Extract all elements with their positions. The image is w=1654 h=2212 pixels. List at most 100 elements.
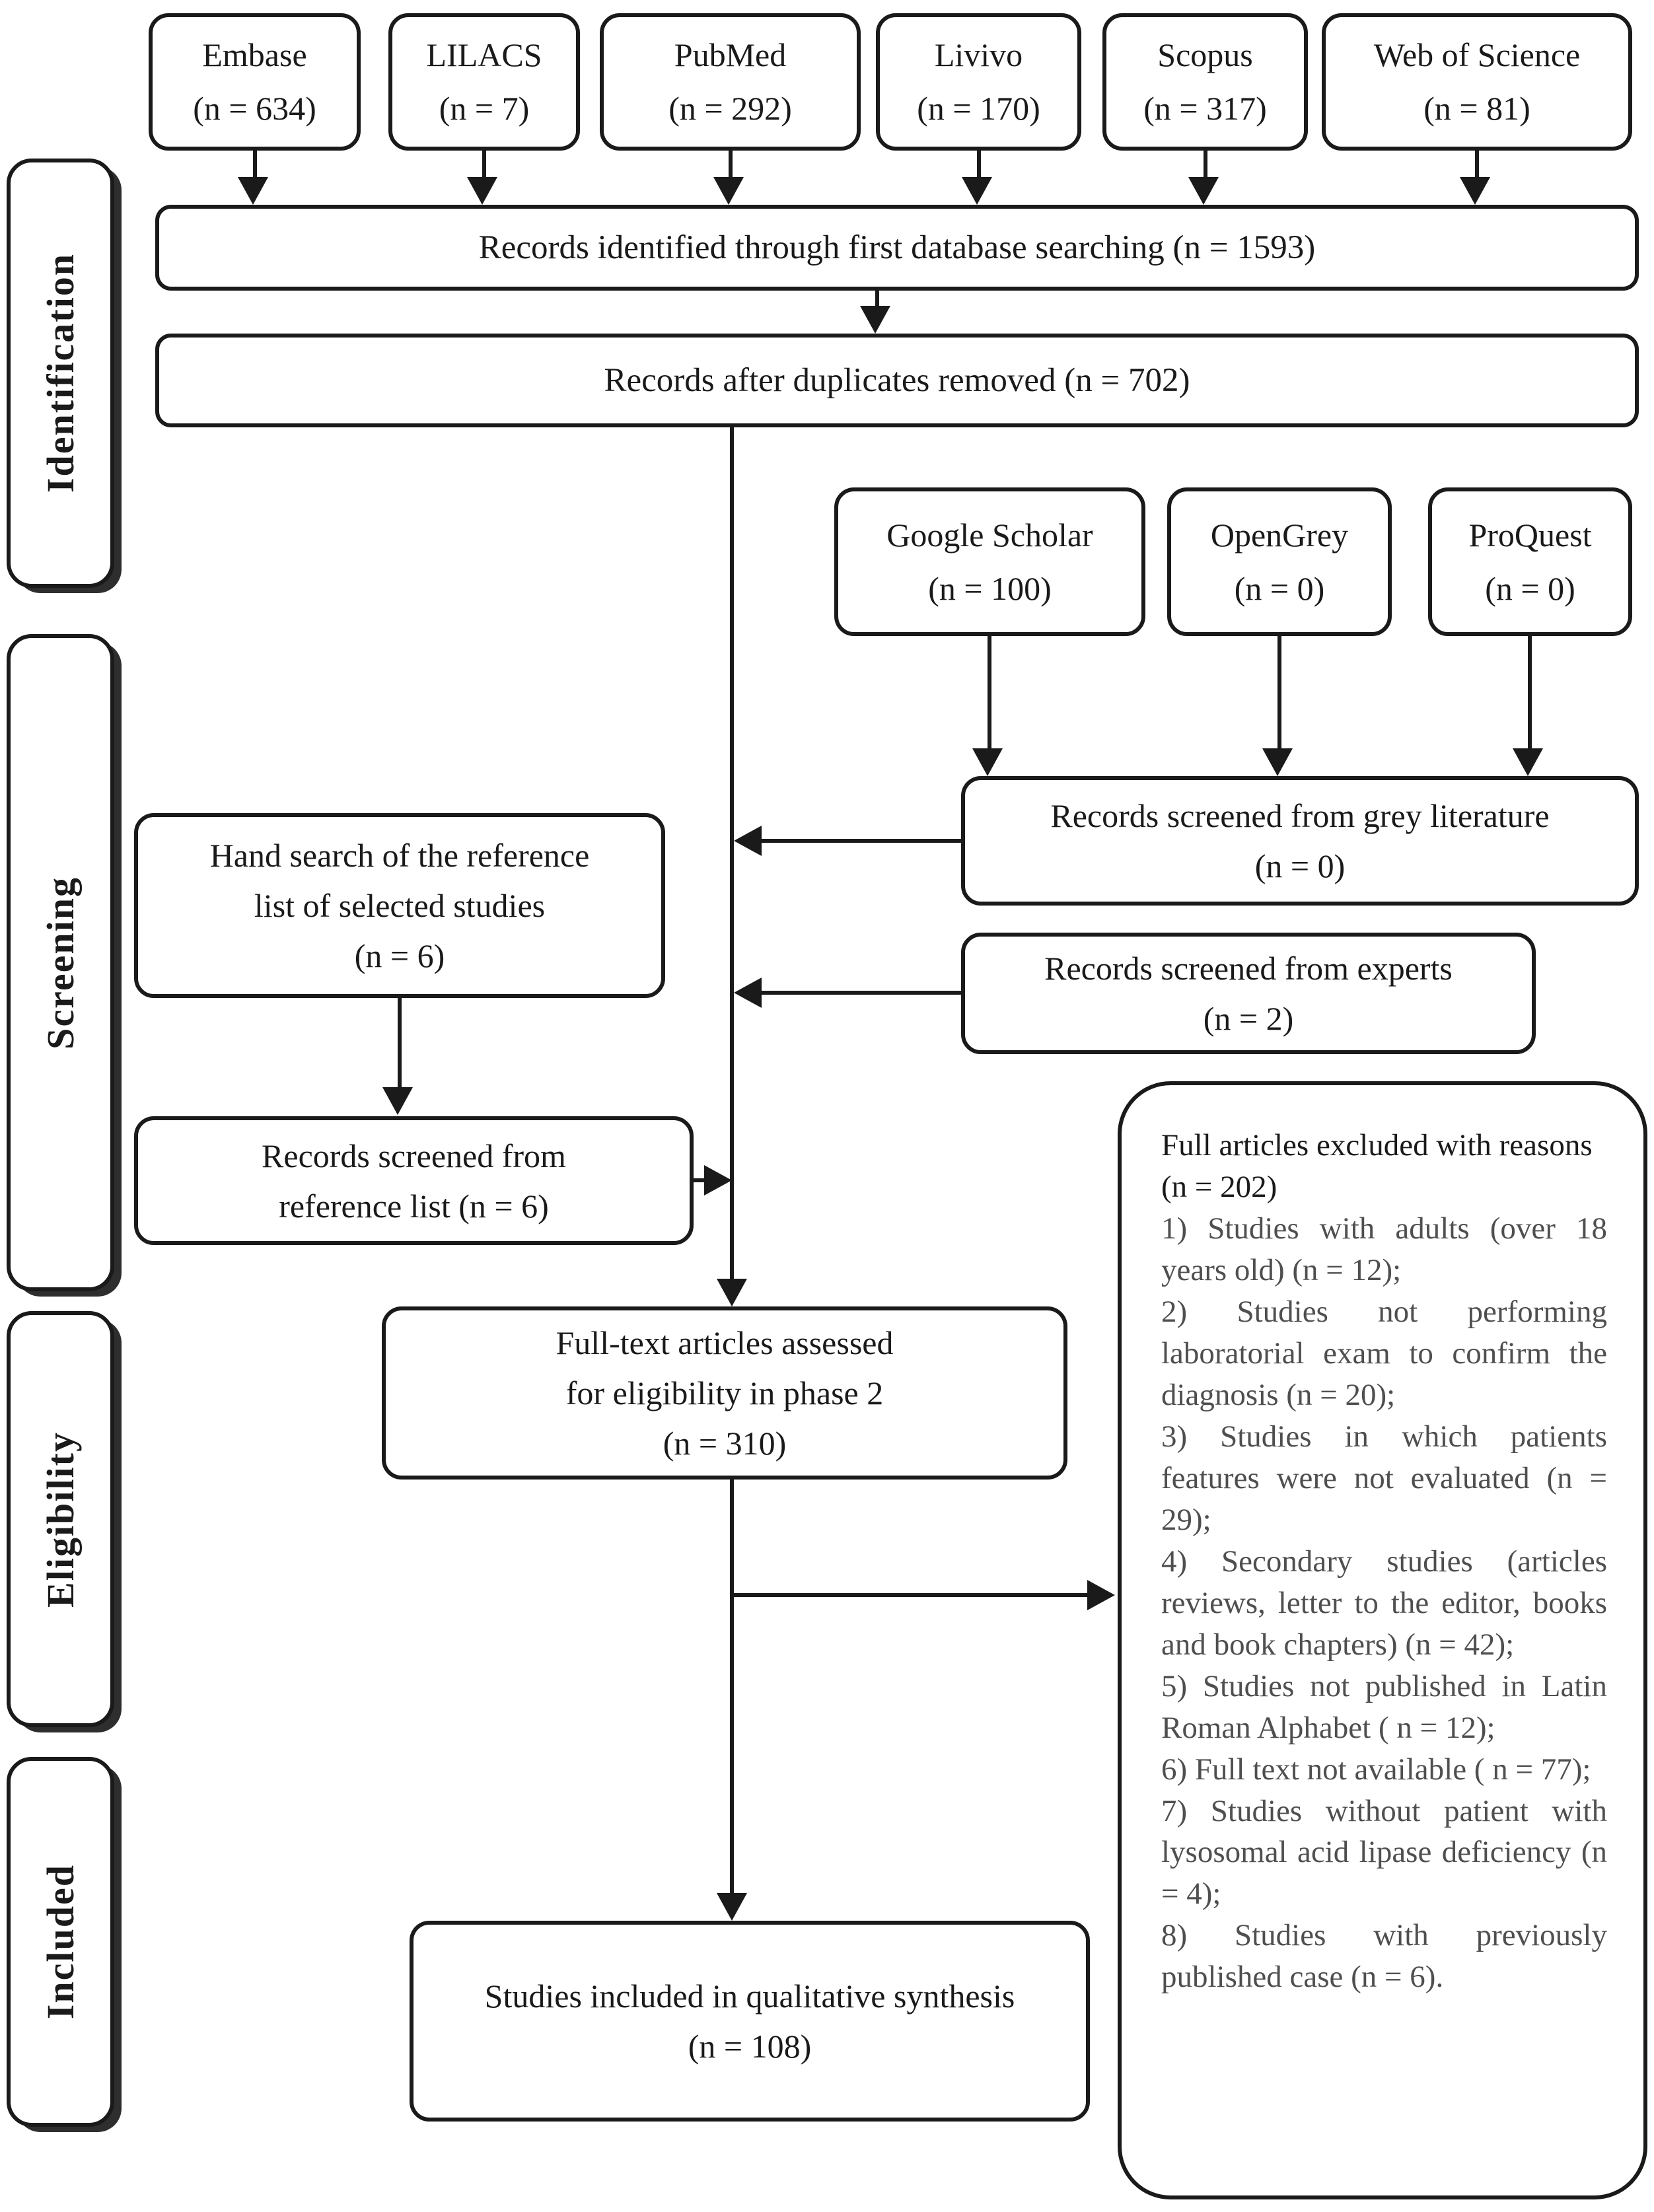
arrow-opengrey-head xyxy=(1262,748,1293,776)
excluded-item-5: 5) Studies not published in Latin Roman … xyxy=(1161,1668,1607,1745)
experts-line1: Records screened from experts xyxy=(1044,950,1453,987)
source-box-embase: Embase (n = 634) xyxy=(149,13,361,151)
excluded-item-8: 8) Studies with previously published cas… xyxy=(1161,1918,1607,1995)
hand-search-line3: (n = 6) xyxy=(354,937,445,974)
source-name: OpenGrey xyxy=(1210,516,1349,553)
source-count: (n = 0) xyxy=(1234,569,1325,607)
included-line1: Studies included in qualitative synthesi… xyxy=(484,1978,1015,2015)
excluded-item-6: 6) Full text not available ( n = 77); xyxy=(1161,1752,1591,1787)
arrow-lilacs-head xyxy=(467,177,497,205)
arrow-reflist-to-spine-head xyxy=(704,1165,732,1195)
central-spine-head xyxy=(717,1279,747,1306)
arrow-scopus-head xyxy=(1188,177,1219,205)
source-name: LILACS xyxy=(426,36,542,73)
phase-eligibility-label: Eligibility xyxy=(39,1431,82,1608)
phase-identification-label: Identification xyxy=(39,253,82,493)
arrow-to-excluded-head xyxy=(1087,1580,1115,1610)
source-name: Google Scholar xyxy=(886,516,1093,553)
source-box-pubmed: PubMed (n = 292) xyxy=(600,13,861,151)
included-line2: (n = 108) xyxy=(688,2028,812,2065)
phase-identification: Identification xyxy=(7,159,114,588)
source-name: Livivo xyxy=(934,36,1023,73)
source-name: Embase xyxy=(202,36,307,73)
arrow-livivo-line xyxy=(977,151,981,178)
included-box: Studies included in qualitative synthesi… xyxy=(410,1921,1090,2122)
arrow-identified-to-dedup-line xyxy=(875,291,879,307)
hand-search-line1: Hand search of the reference xyxy=(209,837,590,874)
records-identified-box: Records identified through first databas… xyxy=(155,205,1639,291)
records-deduplicated-box: Records after duplicates removed (n = 70… xyxy=(155,334,1639,427)
source-name: Scopus xyxy=(1157,36,1253,73)
central-spine-line xyxy=(730,427,734,1280)
excluded-item-4: 4) Secondary studies (articles reviews, … xyxy=(1161,1544,1607,1662)
phase-included-label: Included xyxy=(39,1864,82,2020)
experts-box: Records screened from experts (n = 2) xyxy=(961,933,1536,1054)
arrow-embase-head xyxy=(238,177,268,205)
reference-list-box: Records screened from reference list (n … xyxy=(134,1116,694,1245)
excluded-item-7: 7) Studies without patient with lysosoma… xyxy=(1161,1793,1607,1911)
lower-spine-head xyxy=(717,1893,747,1921)
source-name: Web of Science xyxy=(1373,36,1581,73)
arrow-experts-to-spine-line xyxy=(762,991,961,995)
arrow-web-of-science-head xyxy=(1460,177,1490,205)
excluded-item-3: 3) Studies in which patients features we… xyxy=(1161,1419,1607,1537)
arrow-identified-to-dedup-head xyxy=(860,306,890,334)
source-box-lilacs: LILACS (n = 7) xyxy=(388,13,580,151)
arrow-pubmed-head xyxy=(713,177,744,205)
arrow-embase-line xyxy=(253,151,257,178)
source-name: ProQuest xyxy=(1468,516,1592,553)
source-count: (n = 317) xyxy=(1143,90,1267,127)
hand-search-box: Hand search of the reference list of sel… xyxy=(134,813,665,998)
arrow-opengrey-line xyxy=(1277,636,1281,748)
hand-search-line2: list of selected studies xyxy=(254,887,546,924)
arrow-proquest-line xyxy=(1528,636,1532,748)
phase-included: Included xyxy=(7,1757,114,2127)
phase-eligibility: Eligibility xyxy=(7,1311,114,1727)
arrow-reflist-to-spine-line xyxy=(694,1178,705,1182)
arrow-google-scholar-head xyxy=(972,748,1003,776)
source-count: (n = 292) xyxy=(668,90,792,127)
arrow-to-excluded-line xyxy=(730,1593,1089,1597)
source-count: (n = 100) xyxy=(928,569,1052,607)
full-text-line1: Full-text articles assessed xyxy=(556,1324,894,1361)
reference-list-line2: reference list (n = 6) xyxy=(279,1187,549,1225)
arrow-grey-to-spine-line xyxy=(762,839,961,843)
source-count: (n = 634) xyxy=(193,90,316,127)
source-box-scopus: Scopus (n = 317) xyxy=(1102,13,1308,151)
records-identified-text: Records identified through first databas… xyxy=(478,229,1316,266)
arrow-web-of-science-line xyxy=(1475,151,1479,178)
records-deduplicated-text: Records after duplicates removed (n = 70… xyxy=(604,362,1190,399)
source-name: PubMed xyxy=(674,36,787,73)
arrow-lilacs-line xyxy=(482,151,486,178)
arrow-experts-to-spine-head xyxy=(734,978,762,1008)
arrow-livivo-head xyxy=(962,177,992,205)
full-text-line2: for eligibility in phase 2 xyxy=(565,1374,884,1411)
arrow-pubmed-line xyxy=(729,151,733,178)
arrow-proquest-head xyxy=(1513,748,1543,776)
arrow-google-scholar-line xyxy=(988,636,991,748)
full-text-box: Full-text articles assessed for eligibil… xyxy=(382,1306,1067,1480)
lower-spine-line xyxy=(730,1480,734,1894)
source-count: (n = 81) xyxy=(1423,90,1530,127)
excluded-item-2: 2) Studies not performing laboratorial e… xyxy=(1161,1294,1607,1412)
arrow-grey-to-spine-head xyxy=(734,826,762,856)
experts-line2: (n = 2) xyxy=(1203,1000,1294,1037)
grey-screened-line1: Records screened from grey literature xyxy=(1050,797,1550,834)
source-box-proquest: ProQuest (n = 0) xyxy=(1428,487,1632,636)
full-text-line3: (n = 310) xyxy=(663,1425,787,1462)
source-box-opengrey: OpenGrey (n = 0) xyxy=(1167,487,1392,636)
source-count: (n = 170) xyxy=(917,90,1040,127)
excluded-item-1: 1) Studies with adults (over 18 years ol… xyxy=(1161,1211,1607,1287)
phase-screening-label: Screening xyxy=(39,876,82,1050)
arrow-handsearch-line xyxy=(398,998,402,1087)
source-count: (n = 7) xyxy=(439,90,530,127)
reference-list-line1: Records screened from xyxy=(262,1137,566,1174)
arrow-scopus-line xyxy=(1204,151,1207,178)
source-count: (n = 0) xyxy=(1485,569,1575,607)
arrow-handsearch-head xyxy=(382,1087,413,1115)
source-box-google-scholar: Google Scholar (n = 100) xyxy=(834,487,1145,636)
excluded-title: Full articles excluded with reasons (n =… xyxy=(1161,1128,1593,1204)
phase-screening: Screening xyxy=(7,634,114,1291)
grey-screened-box: Records screened from grey literature (n… xyxy=(961,776,1639,906)
